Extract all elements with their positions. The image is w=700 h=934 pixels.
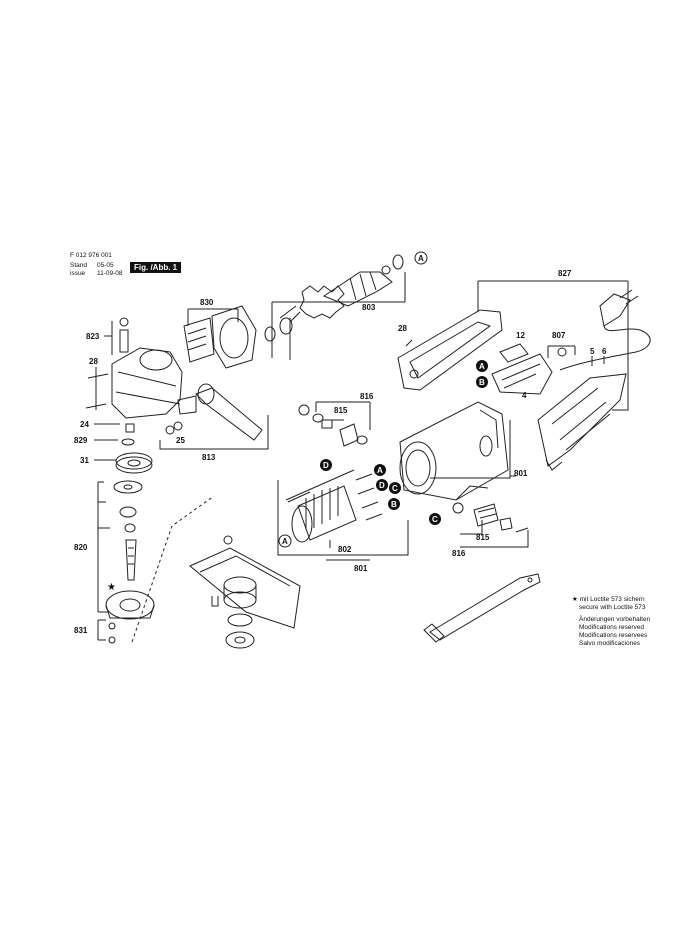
label-816-top: 816 bbox=[360, 392, 374, 401]
label-815-top: 815 bbox=[334, 406, 348, 415]
svg-text:A: A bbox=[282, 537, 288, 546]
notes-block: ★ mit Loctite 573 sichern secure with Lo… bbox=[572, 596, 650, 648]
label-827: 827 bbox=[558, 269, 572, 278]
document-number: F 012 976 001 bbox=[70, 252, 112, 259]
issue-label: issue bbox=[70, 270, 86, 277]
svg-text:C: C bbox=[432, 515, 438, 524]
stand-date: 05-05 bbox=[97, 262, 114, 269]
svg-text:A: A bbox=[418, 254, 424, 263]
label-801-right: 801 bbox=[514, 469, 528, 478]
label-816-bottom: 816 bbox=[452, 549, 466, 558]
modification-note-en: Modifications reserved bbox=[579, 624, 645, 631]
label-31: 31 bbox=[80, 456, 89, 465]
svg-text:B: B bbox=[479, 378, 485, 387]
label-6: 6 bbox=[602, 347, 607, 356]
label-815-bottom: 815 bbox=[476, 533, 490, 542]
marker-a-filled-motor: A bbox=[374, 464, 386, 476]
svg-text:A: A bbox=[377, 466, 383, 475]
figure-label: Fig. /Abb. 1 bbox=[130, 262, 182, 273]
stand-label: Stand bbox=[70, 262, 87, 269]
loctite-note-de: ★ mit Loctite 573 sichern bbox=[572, 596, 645, 603]
issue-date: 11-09-08 bbox=[97, 270, 123, 277]
modification-note-fr: Modifications reservees bbox=[579, 632, 648, 639]
label-12: 12 bbox=[516, 331, 525, 340]
marker-a-outline-bottom: A bbox=[278, 534, 292, 548]
label-4: 4 bbox=[522, 391, 527, 400]
marker-c-filled-motor: C bbox=[389, 482, 401, 494]
modification-note-es: Salvo modificaciones bbox=[579, 640, 641, 647]
svg-text:D: D bbox=[323, 461, 329, 470]
label-25: 25 bbox=[176, 436, 185, 445]
loctite-note-en: secure with Loctite 573 bbox=[579, 604, 646, 611]
svg-text:A: A bbox=[479, 362, 485, 371]
marker-c-filled-brush: C bbox=[429, 513, 441, 525]
label-24: 24 bbox=[80, 420, 89, 429]
marker-d-filled-motor: D bbox=[376, 479, 388, 491]
svg-text:C: C bbox=[392, 484, 398, 493]
svg-text:B: B bbox=[391, 500, 397, 509]
marker-a-filled-switch: A bbox=[476, 360, 488, 372]
svg-text:D: D bbox=[379, 481, 385, 490]
marker-b-filled-switch: B bbox=[476, 376, 488, 388]
label-28-right: 28 bbox=[398, 324, 407, 333]
label-28-left: 28 bbox=[89, 357, 98, 366]
label-823: 823 bbox=[86, 332, 100, 341]
label-820: 820 bbox=[74, 543, 88, 552]
marker-b-filled-motor: B bbox=[388, 498, 400, 510]
modification-note-de: Änderungen vorbehalten bbox=[579, 616, 651, 623]
label-803: 803 bbox=[362, 303, 376, 312]
label-5: 5 bbox=[590, 347, 595, 356]
marker-d-filled-top: D bbox=[320, 459, 332, 471]
label-831: 831 bbox=[74, 626, 88, 635]
label-829: 829 bbox=[74, 436, 88, 445]
label-813: 813 bbox=[202, 453, 216, 462]
label-802: 802 bbox=[338, 545, 352, 554]
label-830: 830 bbox=[200, 298, 214, 307]
loctite-star-marker: ★ bbox=[107, 582, 116, 593]
label-807: 807 bbox=[552, 331, 566, 340]
marker-a-outline-top: A bbox=[414, 251, 428, 265]
label-801-bottom: 801 bbox=[354, 564, 368, 573]
